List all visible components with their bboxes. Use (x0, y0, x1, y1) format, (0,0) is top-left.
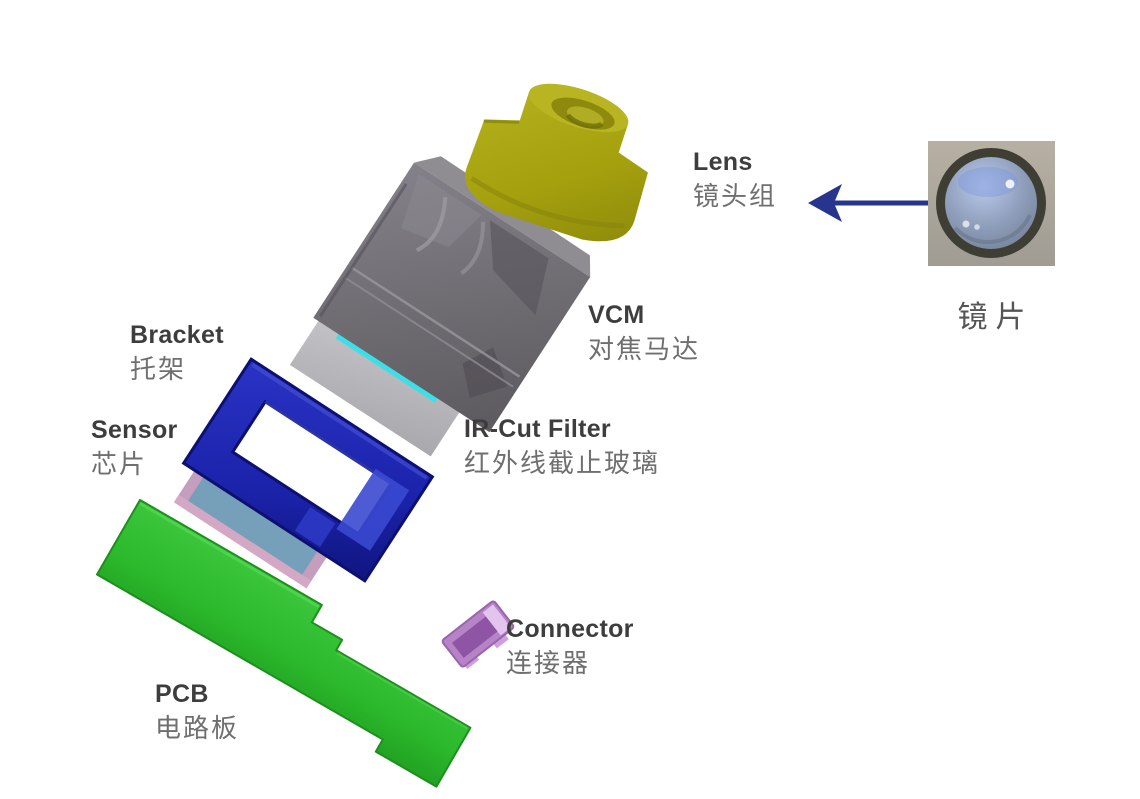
label-ir-cut-filter-zh: 红外线截止玻璃 (464, 447, 661, 478)
label-pcb-en: PCB (155, 680, 209, 708)
lens-photo (928, 141, 1055, 266)
lens-barrel-graphic (465, 83, 648, 242)
lens-photo-caption: 镜片 (957, 301, 1034, 334)
label-vcm-en: VCM (588, 301, 645, 329)
label-connector: Connector 连接器 (506, 616, 634, 677)
label-ir-cut-filter: IR-Cut Filter 红外线截止玻璃 (464, 416, 660, 477)
label-bracket-zh: 托架 (130, 353, 187, 384)
label-lens-zh: 镜头组 (693, 180, 778, 211)
ir-cut-filter-graphic (289, 319, 461, 457)
label-vcm: VCM 对焦马达 (588, 302, 700, 363)
bracket-graphic (181, 357, 435, 583)
label-bracket-en: Bracket (130, 321, 224, 349)
label-pcb-zh: 电路板 (155, 712, 240, 743)
pcb-graphic (96, 499, 472, 788)
label-connector-zh: 连接器 (506, 647, 591, 678)
connector-graphic (441, 600, 515, 670)
label-sensor: Sensor 芯片 (91, 417, 178, 478)
label-bracket: Bracket 托架 (130, 322, 224, 383)
label-sensor-zh: 芯片 (91, 448, 148, 479)
label-lens: Lens 镜头组 (693, 149, 777, 210)
label-ir-cut-filter-en: IR-Cut Filter (464, 415, 611, 443)
label-lens-en: Lens (693, 148, 753, 176)
label-sensor-en: Sensor (91, 416, 178, 444)
label-connector-en: Connector (506, 615, 634, 643)
label-vcm-zh: 对焦马达 (588, 333, 701, 364)
vcm-graphic (313, 156, 591, 433)
label-pcb: PCB 电路板 (155, 681, 239, 742)
lens-arrow (808, 184, 930, 222)
sensor-graphic (173, 453, 339, 589)
